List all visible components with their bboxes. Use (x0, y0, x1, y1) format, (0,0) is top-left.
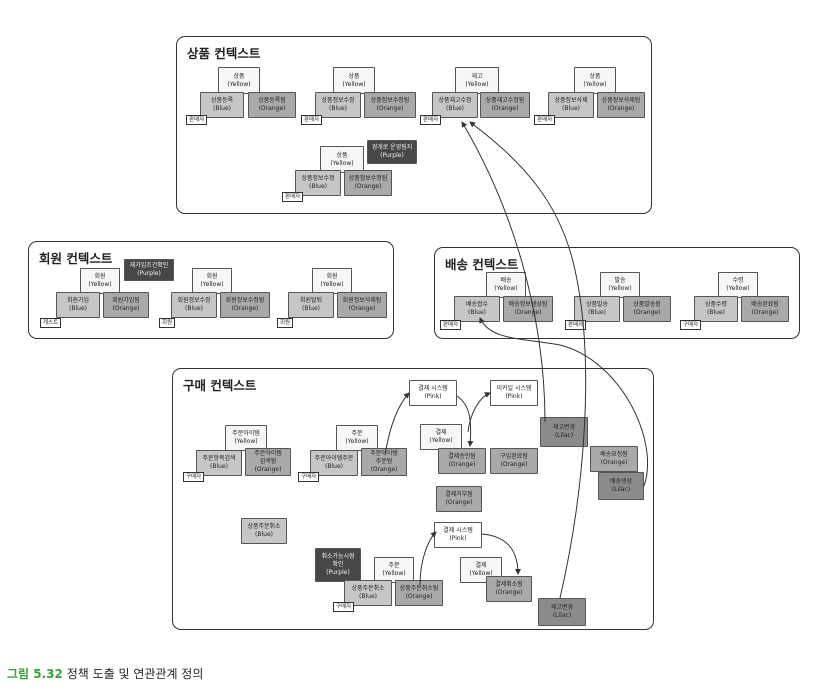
external-system-sticky: 결제 시스템(Pink) (434, 522, 482, 548)
command-sticky: 회원탈퇴(Blue) (288, 292, 334, 318)
aggregate-sticky: 재고(Yellow) (455, 67, 499, 94)
actor-sticky: 구매자 (298, 472, 320, 482)
command-sticky: 상품주문취소(Blue) (241, 518, 287, 544)
event-sticky: 상품주문취소됨(Orange) (395, 580, 443, 606)
delivery-context-title: 배송 컨텍스트 (445, 257, 519, 272)
rule-sticky: 경개로 운영됨지(Purple) (367, 140, 417, 164)
aggregate-sticky: 상품(Yellow) (218, 67, 260, 94)
aggregate-sticky: 회원(Yellow) (192, 268, 232, 294)
aggregate-sticky: 발송(Yellow) (600, 272, 640, 298)
aggregate-sticky: 주문(Yellow) (374, 557, 414, 583)
command-sticky: 상품수령(Blue) (694, 296, 738, 322)
event-sticky: 구입완료됨(Orange) (490, 448, 538, 474)
figure-caption-text: 정책 도출 및 연관관계 정의 (62, 667, 204, 681)
event-sticky: 상품정보삭제됨(Orange) (597, 92, 645, 118)
policy-sticky: 재고변경(Lilac) (538, 598, 586, 626)
event-sticky: 회원정보수정됨(Orange) (220, 292, 270, 318)
actor-sticky: 판매자 (282, 192, 304, 202)
command-sticky: 상품정보삭제(Blue) (548, 92, 594, 118)
actor-sticky: 판매자 (186, 115, 208, 125)
event-sticky: 배송완료됨(Orange) (741, 296, 789, 322)
aggregate-sticky: 수령(Yellow) (718, 272, 758, 298)
aggregate-sticky: 상품(Yellow) (320, 146, 364, 173)
actor-sticky: 판매자 (301, 115, 323, 125)
product-context: 상품 컨텍스트 (176, 36, 652, 214)
purchase-context-title: 구매 컨텍스트 (183, 378, 257, 393)
event-sticky: 상품재고수정됨(Orange) (480, 92, 530, 118)
actor-sticky: 구매자 (680, 320, 702, 330)
actor-sticky: 판매자 (534, 115, 556, 125)
event-sticky: 배송요청됨(Orange) (590, 446, 638, 472)
actor-sticky: 판매자 (420, 115, 442, 125)
aggregate-sticky: 회원(Yellow) (312, 268, 352, 294)
figure-caption: 그림 5.32 정책 도출 및 연관관계 정의 (7, 665, 203, 682)
command-sticky: 상품등록(Blue) (200, 92, 244, 118)
aggregate-sticky: 상품(Yellow) (333, 67, 375, 94)
figure-number: 그림 5.32 (7, 667, 63, 681)
aggregate-sticky: 주문(Yellow) (336, 425, 378, 451)
aggregate-sticky: 회원(Yellow) (80, 268, 120, 294)
product-context-title: 상품 컨텍스트 (187, 46, 261, 61)
command-sticky: 배송접수(Blue) (454, 296, 500, 322)
event-sticky: 회원정보삭제됨(Orange) (337, 292, 387, 318)
event-sticky: 배송정보생성됨(Orange) (503, 296, 553, 322)
actor-sticky: 구매자 (333, 602, 355, 612)
command-sticky: 주문아이템주문(Blue) (310, 450, 358, 476)
command-sticky: 상품발송(Blue) (574, 296, 620, 322)
event-sticky: 상품등록됨(Orange) (248, 92, 296, 118)
command-sticky: 상품주문취소(Blue) (344, 580, 392, 606)
aggregate-sticky: 배송(Yellow) (486, 272, 526, 298)
external-system-sticky: 결제 시스템(Pink) (409, 380, 457, 406)
actor-sticky: 판매자 (565, 320, 587, 330)
event-sticky: 결제승인됨(Orange) (438, 448, 486, 474)
actor-sticky: 회원 (277, 318, 294, 328)
external-system-sticky: 이커일 시스템(Pink) (490, 380, 538, 406)
event-sticky: 상품발송됨(Orange) (623, 296, 671, 322)
actor-sticky: 구매자 (183, 472, 205, 482)
actor-sticky: 판매자 (440, 320, 462, 330)
command-sticky: 상품재고수정(Blue) (432, 92, 478, 118)
command-sticky: 회원정보수정(Blue) (171, 292, 217, 318)
event-sticky: 결제취소됨(Orange) (486, 576, 532, 602)
event-sticky: 결제거부됨(Orange) (436, 486, 482, 512)
command-sticky: 상품정보수정(Blue) (315, 92, 361, 118)
command-sticky: 상품정보수정(Blue) (295, 170, 341, 196)
actor-sticky: 게스트 (40, 318, 62, 328)
policy-sticky: 배송생성(Lilac) (598, 472, 644, 500)
policy-sticky: 재고변경(Lilac) (540, 417, 588, 447)
event-sticky: 상품정보수정됨(Orange) (344, 170, 392, 196)
event-sticky: 상품정보수정됨(Orange) (364, 92, 416, 118)
member-context-title: 회원 컨텍스트 (39, 251, 113, 266)
aggregate-sticky: 상품(Yellow) (574, 67, 616, 94)
command-sticky: 회원가입(Blue) (56, 292, 100, 318)
rule-sticky: 재가입조건확인(Purple) (124, 259, 174, 281)
event-sticky: 회원가입됨(Orange) (103, 292, 149, 318)
actor-sticky: 회원 (159, 318, 176, 328)
aggregate-sticky: 결제(Yellow) (420, 424, 462, 450)
command-sticky: 주문항목검색(Blue) (196, 450, 242, 476)
